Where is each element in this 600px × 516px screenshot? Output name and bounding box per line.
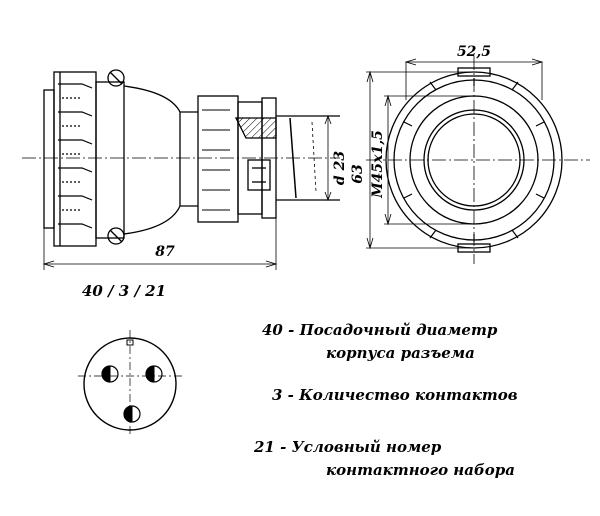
contact-pin-1 <box>101 365 119 383</box>
thread-label: M45x1,5 <box>370 130 386 199</box>
legend-text: корпуса разъема <box>326 344 475 362</box>
legend-text: Посадочный диаметр <box>299 321 498 339</box>
nut-ribs <box>58 83 93 229</box>
legend-dash: - <box>280 438 287 456</box>
top-screw <box>107 69 125 87</box>
body-dimension <box>366 70 474 250</box>
bolt-diameter-label: 52,5 <box>457 44 491 60</box>
side-view <box>22 69 340 247</box>
legend-number: 21 <box>254 438 275 456</box>
bolt-dimension <box>404 58 544 100</box>
cable-diameter-label: d 23 <box>332 151 348 185</box>
contact-pin-3 <box>123 405 141 423</box>
length-label: 87 <box>155 244 175 260</box>
legend-item-21-cont: контактного набора <box>326 461 515 479</box>
bottom-screw <box>107 227 125 245</box>
front-view <box>366 56 590 264</box>
legend-dash: - <box>288 321 295 339</box>
contact-pin-2 <box>145 365 163 383</box>
legend-text: Количество контактов <box>299 386 518 404</box>
legend-item-3: 3 - Количество контактов <box>272 386 518 404</box>
pin-layout <box>78 330 182 436</box>
body-diameter-label: 63 <box>350 164 366 184</box>
legend-item-40-cont: корпуса разъема <box>326 344 475 362</box>
key-notch <box>126 339 134 346</box>
nut-notches <box>403 78 545 242</box>
legend-dash: - <box>287 386 294 404</box>
thread-dimension <box>384 94 474 226</box>
legend-text: контактного набора <box>326 461 516 479</box>
legend-item-21: 21 - Условный номер <box>254 438 441 456</box>
cable-dimension <box>324 114 332 202</box>
legend-number: 40 <box>262 321 283 339</box>
connector-code: 40 / 3 / 21 <box>82 282 166 300</box>
legend-number: 3 <box>272 386 283 404</box>
legend-text: Условный номер <box>291 438 442 456</box>
length-dimension <box>42 218 278 270</box>
gland-ribs <box>202 109 230 211</box>
legend-item-40: 40 - Посадочный диаметр <box>262 321 497 339</box>
